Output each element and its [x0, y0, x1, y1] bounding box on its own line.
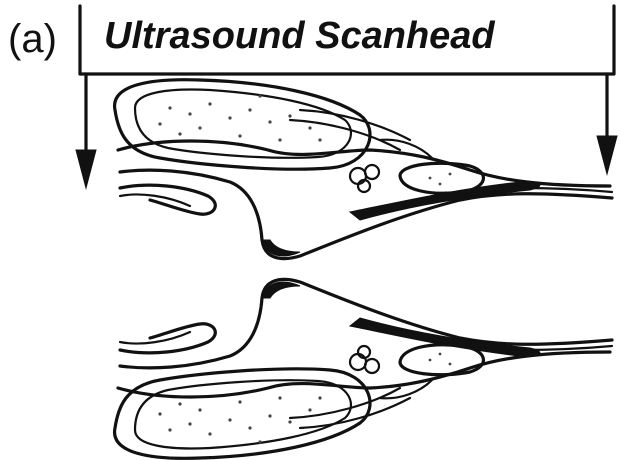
- right-beam-arrow: [597, 74, 617, 174]
- scanhead-label: Ultrasound Scanhead: [104, 15, 495, 57]
- down-arrow-icon: [76, 150, 96, 188]
- ultrasound-scanhead: Ultrasound Scanhead: [80, 6, 614, 74]
- upper-eyelid-section: [115, 80, 612, 259]
- lower-eyelid-section: [115, 279, 612, 458]
- down-arrow-icon: [597, 136, 617, 174]
- panel-label: (a): [8, 17, 57, 61]
- left-beam-arrow: [76, 74, 96, 188]
